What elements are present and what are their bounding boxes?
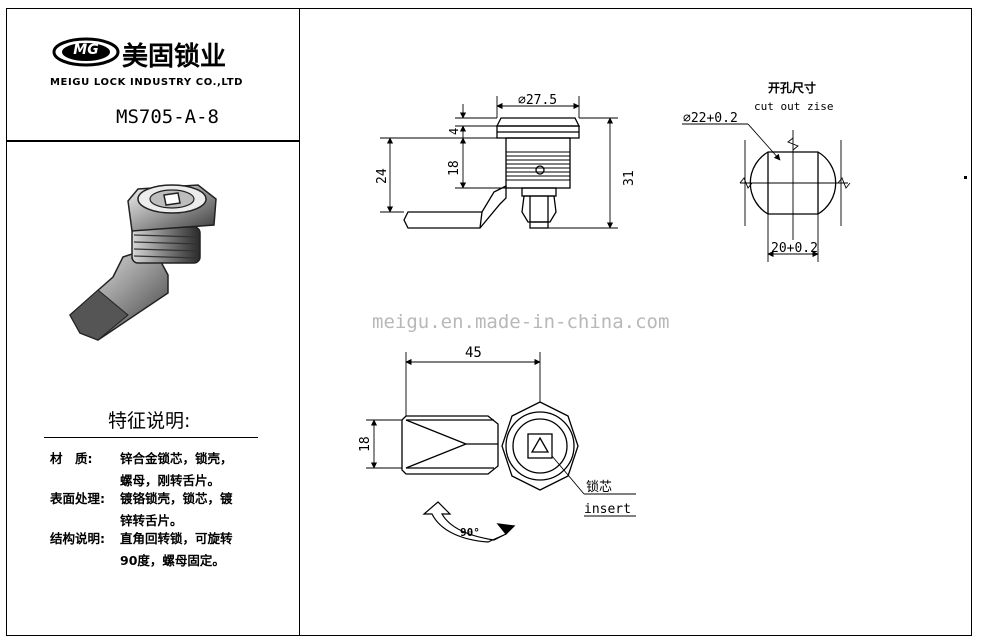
watermark: meigu.en.made-in-china.com (372, 311, 669, 333)
edge-mark (964, 176, 967, 179)
cutout-diameter: ⌀22+0.2 (683, 111, 738, 126)
company-name-cn: 美固锁业 (122, 42, 227, 72)
insert-label-en: insert (584, 502, 631, 517)
cutout-width: 20+0.2 (771, 241, 818, 256)
company-logo: MG (52, 37, 120, 67)
cutout-title-en: cut out zise (754, 100, 833, 113)
spec-surface-label: 表面处理: (50, 491, 105, 506)
dim-18: 18 (447, 160, 462, 176)
model-number: MS705-A-8 (116, 106, 219, 128)
rotation-label: 90° (460, 526, 480, 539)
dim-diameter-top: ⌀27.5 (518, 93, 557, 108)
spec-structure-label: 结构说明: (50, 531, 105, 546)
dim-31: 31 (622, 170, 637, 186)
dim-45: 45 (465, 345, 482, 361)
title-divider (6, 140, 300, 142)
front-view-dimensions (366, 352, 636, 517)
rotation-arrow-icon (422, 501, 516, 543)
insert-label-cn: 锁芯 (586, 479, 612, 495)
spec-structure: 结构说明: 直角回转锁，可旋转 90度，螺母固定。 (50, 528, 233, 572)
spec-surface-line2: 锌转舌片。 (120, 513, 183, 528)
logo-mark: MG (73, 42, 99, 58)
left-panel-frame (6, 8, 300, 636)
side-view (403, 117, 581, 229)
company-name-en: MEIGU LOCK INDUSTRY CO.,LTD (50, 77, 244, 88)
front-view (401, 401, 579, 491)
cutout-view (682, 123, 851, 262)
spec-structure-line1: 直角回转锁，可旋转 (120, 531, 233, 546)
spec-surface-line1: 镀铬锁壳，锁芯，镀 (120, 491, 233, 506)
spec-material-label: 材 质: (50, 451, 93, 466)
dim-18-front: 18 (358, 436, 373, 452)
spec-material: 材 质: 锌合金锁芯，锁壳， 螺母，刚转舌片。 (50, 448, 233, 492)
lock-illustration (58, 165, 238, 355)
features-divider (44, 437, 258, 438)
side-view-dimensions (380, 96, 618, 229)
features-title: 特征说明: (108, 410, 191, 432)
spec-surface: 表面处理: 镀铬锁壳，锁芯，镀 锌转舌片。 (50, 488, 233, 532)
dim-24: 24 (375, 168, 390, 184)
cutout-title-cn: 开孔尺寸 (768, 80, 816, 95)
dim-4: 4 (447, 128, 461, 135)
spec-material-line1: 锌合金锁芯，锁壳， (120, 451, 233, 466)
spec-material-line2: 螺母，刚转舌片。 (120, 473, 221, 488)
spec-structure-line2: 90度，螺母固定。 (120, 553, 225, 568)
